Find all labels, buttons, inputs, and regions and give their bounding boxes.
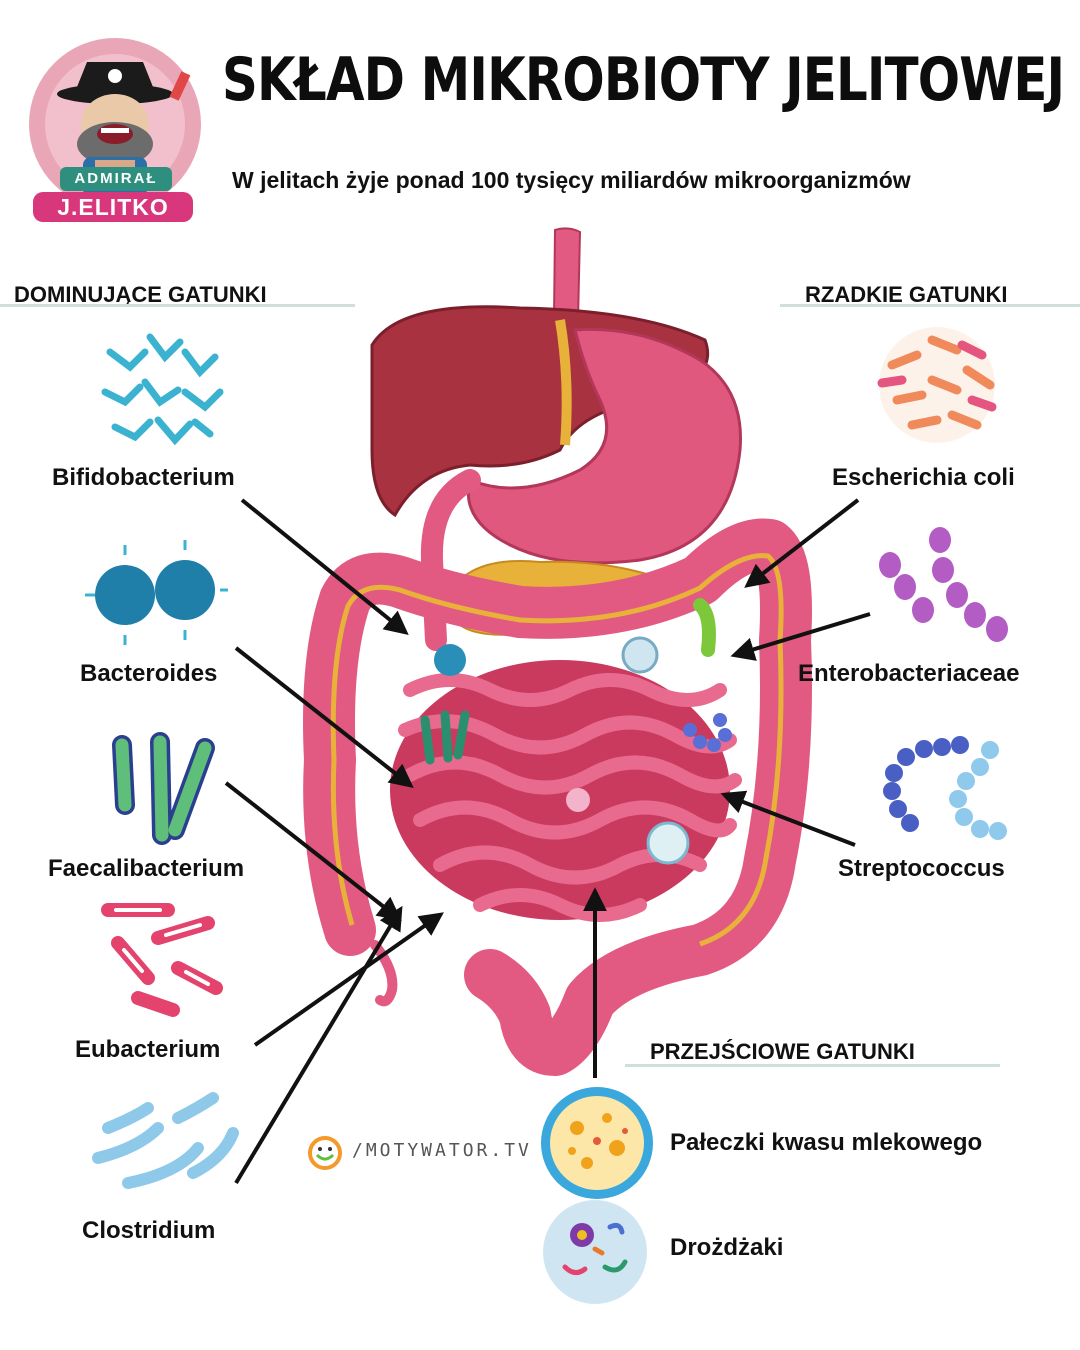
page-title: SKŁAD MIKROBIOTY JELITOWEJ [222,45,1065,115]
lactobacilli-icon [541,1087,653,1199]
logo-text-top: ADMIRAŁ [74,170,158,187]
label-clostridium: Clostridium [82,1217,216,1244]
bacteroides-icon [85,540,228,645]
section-transitional: PRZEJŚCIOWE GATUNKI [650,1039,915,1064]
enterobacteriaceae-icon [879,527,1008,642]
label-lactobacilli: Pałeczki kwasu mlekowego [670,1129,983,1156]
logo-text-bottom: J.ELITKO [57,194,169,220]
section-transitional-line [625,1064,1000,1067]
label-enterobacteriaceae: Enterobacteriaceae [798,660,1020,687]
bifidobacterium-icon [101,333,224,446]
logo-banner-bottom [33,192,193,222]
arrow-bacteroides [234,646,414,788]
clostridium-icon [92,1092,239,1189]
arrow-streptococcus [720,790,856,847]
colon-icon [303,518,812,1076]
motywator-logo-icon [308,1136,342,1170]
label-yeast: Drożdżaki [670,1234,784,1261]
arrow-clostridium [234,905,403,1185]
streptococcus-icon [883,736,1007,840]
stomach-icon [466,327,742,565]
eubacterium-icon [101,903,223,1017]
yeast-icon [543,1200,647,1304]
section-dominant: DOMINUJĄCE GATUNKI [14,282,267,307]
arrow-enterobacteriaceae [730,612,871,661]
escherichia-coli-icon [877,327,997,443]
label-eubacterium: Eubacterium [75,1036,221,1063]
label-bacteroides: Bacteroides [80,660,218,687]
arrow-escherichia-coli [744,498,860,588]
label-bifidobacterium: Bifidobacterium [52,464,235,491]
arrow-bifidobacterium [240,498,409,636]
arrow-eubacterium [253,912,444,1047]
label-escherichia-coli: Escherichia coli [832,464,1015,491]
arrow-faecalibacterium [224,781,402,921]
logo-banner-top [60,167,172,191]
page-subtitle: W jelitach żyje ponad 100 tysięcy miliar… [232,167,911,193]
section-rare: RZADKIE GATUNKI [805,282,1008,307]
label-streptococcus: Streptococcus [838,855,1005,882]
logo: ADMIRAŁ J.ELITKO [25,32,210,222]
section-dominant-line [0,304,355,307]
watermark-text: /MOTYWATOR.TV [352,1140,532,1161]
section-rare-line [780,304,1080,307]
label-faecalibacterium: Faecalibacterium [48,855,245,882]
faecalibacterium-icon [112,732,215,845]
